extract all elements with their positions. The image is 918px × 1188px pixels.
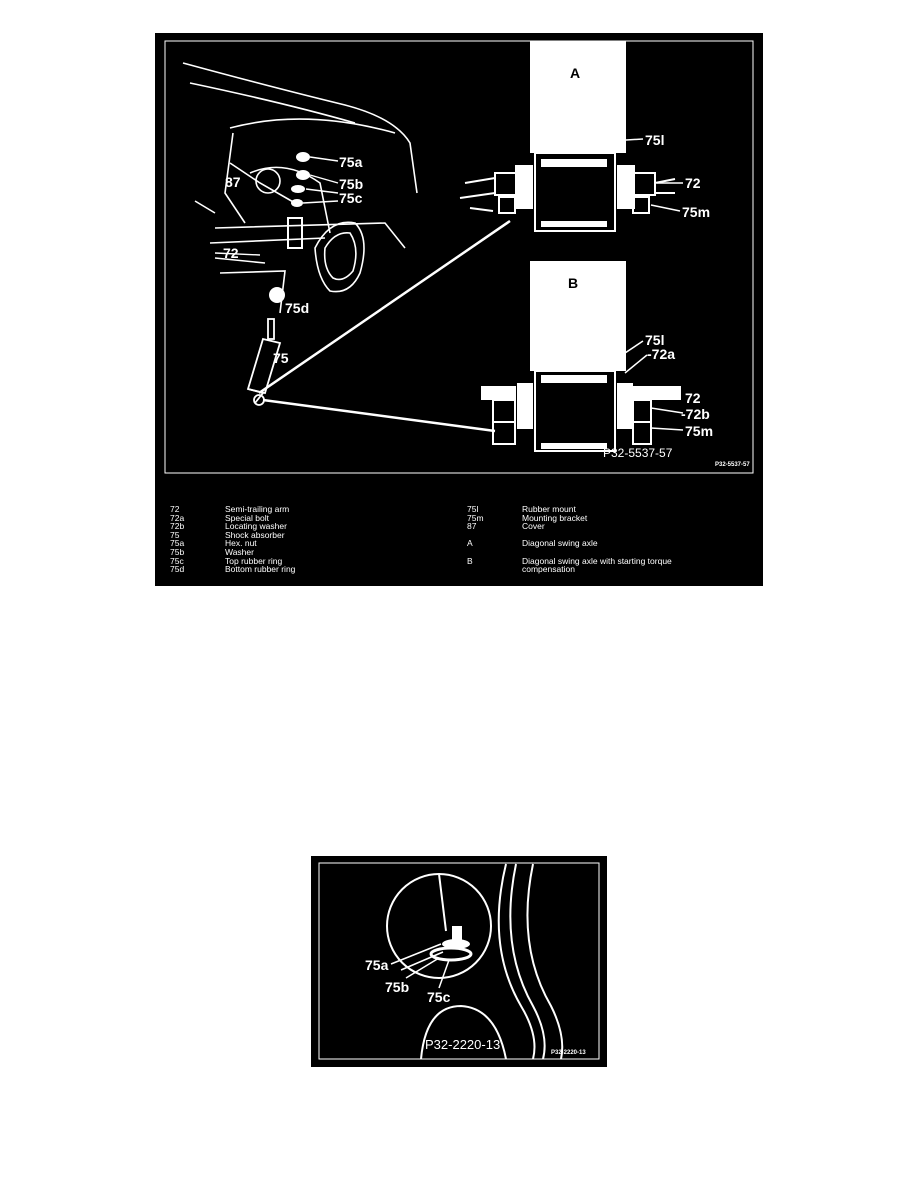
label-75b: 75b	[385, 979, 409, 995]
label-75a: 75a	[365, 957, 389, 973]
label-75c: 75c	[427, 989, 451, 1005]
wheel-arch-illustration	[386, 863, 564, 1060]
label-75d: 75d	[285, 300, 309, 316]
figure2-drawing: 75a 75b 75c P32-2220-13 P32-2220-13	[318, 862, 600, 1060]
nut-washer-stack	[429, 926, 473, 962]
mount-parts-stack	[269, 152, 310, 303]
drawing-number: P32-5537-57	[603, 446, 673, 460]
label-detail-b: B	[568, 275, 578, 291]
corner-number: P32-5537-57	[715, 462, 750, 468]
label-a-75m: 75m	[682, 204, 710, 220]
label-72: 72	[223, 245, 239, 261]
drawing-number: P32-2220-13	[425, 1037, 500, 1052]
label-b-72: 72	[685, 390, 701, 406]
shock-absorber-illustration	[246, 318, 282, 406]
label-a-75l: 75l	[645, 132, 664, 148]
label-a-72: 72	[685, 175, 701, 191]
top-mount-detail-figure: 75a 75b 75c P32-2220-13 P32-2220-13	[311, 856, 607, 1067]
label-b-72b: -72b	[681, 406, 710, 422]
label-75a: 75a	[339, 154, 363, 170]
detail-b-illustration: B	[481, 261, 684, 452]
label-75b: 75b	[339, 176, 363, 192]
label-b-75m: 75m	[685, 423, 713, 439]
label-b-72a: -72a	[647, 346, 675, 362]
label-b-75l: 75l	[645, 332, 664, 348]
shock-absorber-exploded-figure: 87 75a 75b 75c 72 75d 75	[155, 33, 763, 586]
corner-number: P32-2220-13	[551, 1050, 586, 1056]
label-detail-a: A	[570, 65, 580, 81]
figure1-drawing: 87 75a 75b 75c 72 75d 75	[164, 40, 754, 474]
label-75: 75	[273, 350, 289, 366]
detail-a-illustration: A	[459, 41, 683, 232]
label-75c: 75c	[339, 190, 363, 206]
label-87: 87	[225, 174, 241, 190]
